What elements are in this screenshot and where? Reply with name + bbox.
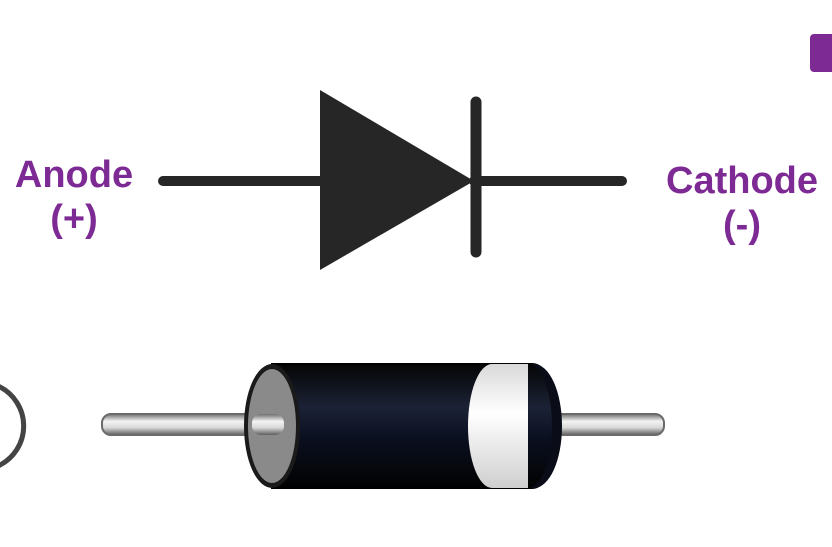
- anode-lead-stub: [252, 414, 284, 435]
- cathode-band: [468, 364, 528, 488]
- left-edge-arc: [0, 384, 27, 468]
- anode-polarity: (+): [50, 197, 98, 240]
- diode-triangle: [320, 90, 474, 270]
- diode-schematic-symbol: [158, 90, 627, 270]
- cathode-lead: [547, 413, 665, 436]
- anode-lead: [101, 413, 285, 436]
- diode-end-face: [248, 369, 296, 483]
- cathode-name: Cathode: [666, 160, 818, 202]
- edge-badge-icon: [810, 34, 832, 72]
- cathode-label: Cathode (-): [652, 160, 832, 247]
- diode-body: [271, 363, 561, 489]
- anode-name: Anode: [14, 154, 134, 196]
- diode-body-end: [528, 364, 562, 488]
- anode-label: Anode (+): [4, 154, 144, 241]
- cathode-polarity: (-): [723, 203, 761, 246]
- diode-end-cap: [244, 364, 300, 488]
